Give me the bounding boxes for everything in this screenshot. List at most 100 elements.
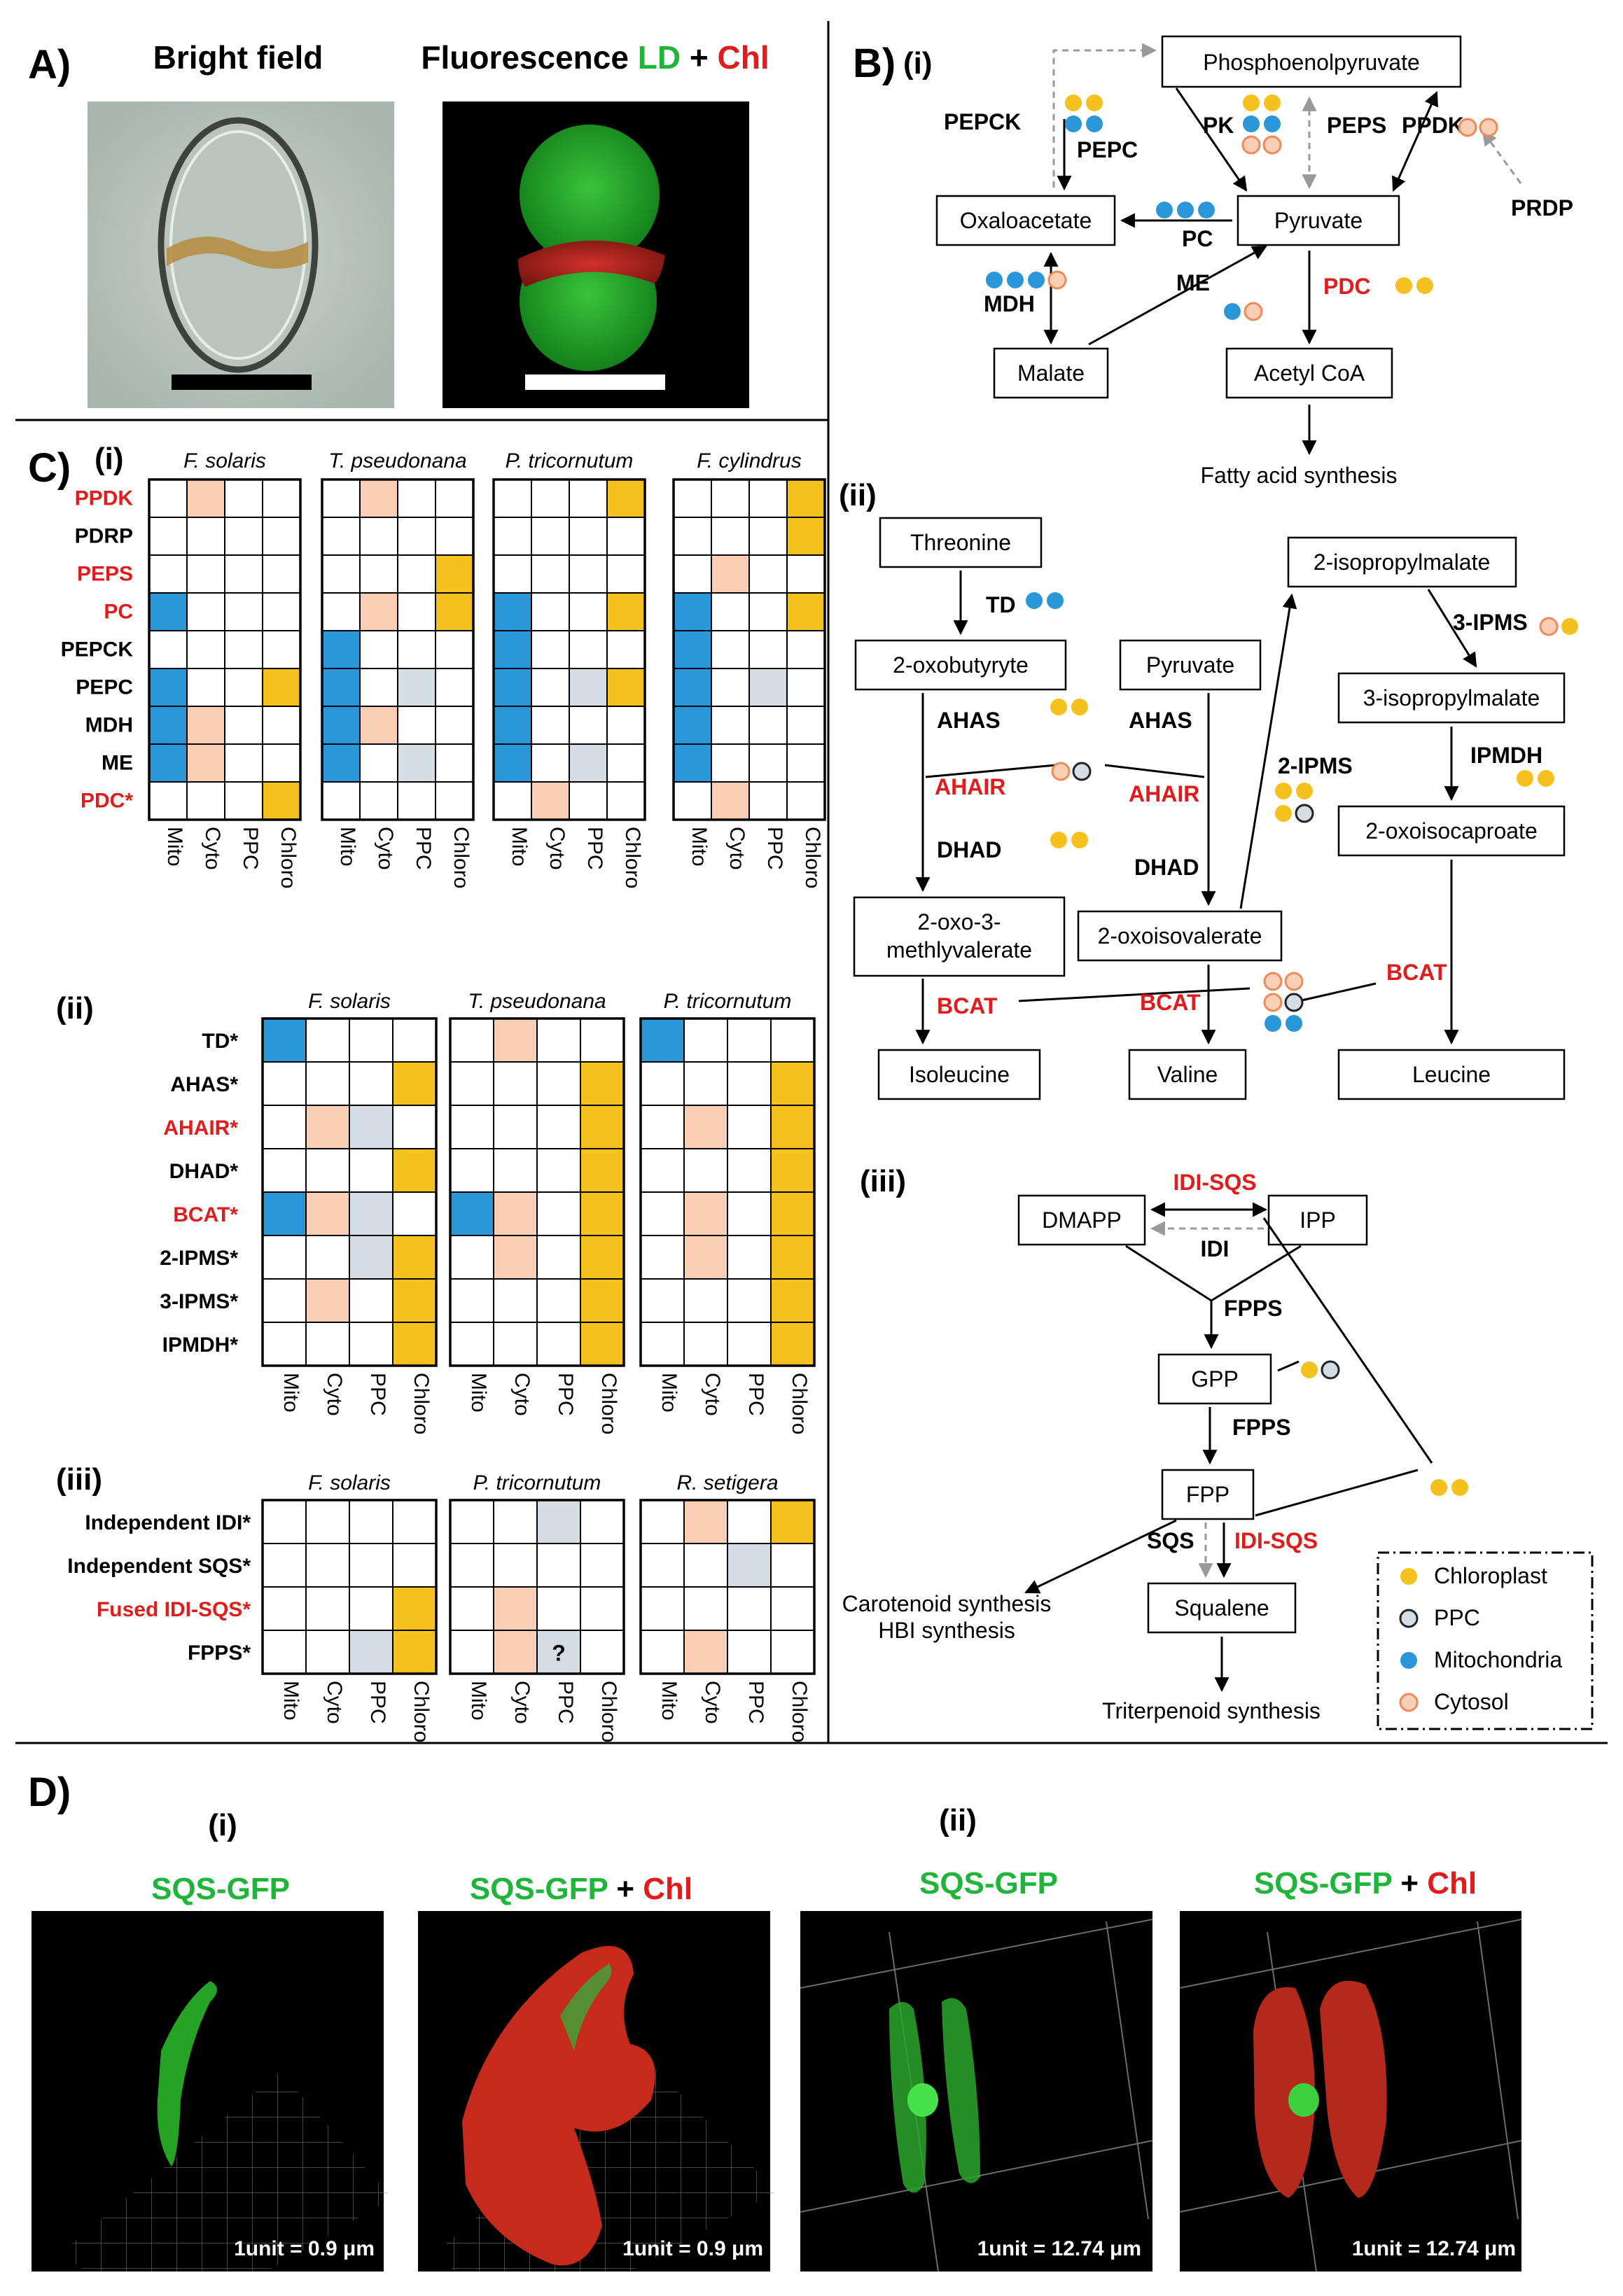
heat-cell-ppc — [748, 479, 788, 518]
heat-cell-cyto — [493, 1543, 538, 1588]
heat-cell-cyto — [493, 1499, 538, 1544]
column-label: Cyto — [701, 1681, 724, 1724]
heatmap-frame — [492, 478, 646, 821]
label-idi-sqs-top: IDI-SQS — [1173, 1170, 1256, 1195]
heat-cell-mito — [450, 1586, 494, 1631]
row-label: PEPCK — [61, 638, 134, 662]
heat-cell-chloro — [392, 1191, 437, 1236]
label-fpps-2: FPPS — [1232, 1415, 1291, 1440]
column-label: Mito — [467, 1681, 490, 1721]
species-title: P. tricornutum — [473, 1471, 601, 1494]
heat-cell-ppc — [397, 479, 436, 518]
sub-i: (i) — [903, 46, 933, 80]
column-label: Mito — [467, 1373, 490, 1413]
heat-cell-mito — [321, 630, 361, 669]
heatmap-frame — [672, 478, 826, 821]
heat-cell-mito — [321, 743, 361, 783]
heat-cell-chloro — [435, 668, 474, 707]
mito-dot — [1047, 592, 1064, 609]
mito-dot — [1065, 115, 1082, 132]
heat-cell-cyto — [186, 517, 225, 556]
image-d4: 1unit = 12.74 μm — [1179, 1911, 1522, 2272]
heat-cell-mito — [640, 1543, 685, 1588]
heat-cell-ppc — [569, 781, 608, 820]
heat-cell-chloro — [435, 781, 474, 820]
sub-iii: (iii) — [860, 1164, 906, 1198]
heat-cell-cyto — [711, 554, 750, 594]
column-label: Cyto — [545, 827, 569, 870]
image-d1: 1unit = 0.9 μm — [32, 1911, 392, 2272]
cyto-dot — [1262, 135, 1282, 155]
heat-cell-chloro — [435, 479, 474, 518]
label-ahair-left: AHAIR — [935, 774, 1005, 799]
heat-cell-chloro — [606, 592, 646, 631]
heat-cell-ppc — [536, 1499, 581, 1544]
heat-cell-cyto — [531, 554, 570, 594]
heat-cell-cyto — [359, 479, 398, 518]
heat-cell-ppc — [569, 668, 608, 707]
heat-cell-cyto — [683, 1630, 728, 1674]
heat-cell-ppc — [224, 743, 263, 783]
heat-cell-mito — [493, 706, 532, 745]
heat-cell-cyto — [359, 668, 398, 707]
heat-cell-ppc — [349, 1499, 393, 1544]
heat-cell-ppc — [397, 668, 436, 707]
heat-cell-mito — [262, 1543, 307, 1588]
legend-label-cyto: Cytosol — [1434, 1689, 1509, 1714]
heat-cell-cyto — [359, 781, 398, 820]
node-pyr — [1237, 195, 1400, 246]
column-label: Cyto — [510, 1681, 534, 1724]
heat-cell-ppc — [536, 1322, 581, 1366]
heat-cell-ppc — [748, 592, 788, 631]
heat-cell-ppc — [224, 592, 263, 631]
heat-cell-mito — [262, 1191, 307, 1236]
heat-cell-mito — [673, 743, 712, 783]
chloro-dot — [1071, 699, 1088, 715]
row-label: PDC* — [81, 790, 133, 813]
heat-cell-mito — [640, 1322, 685, 1366]
heat-cell-cyto — [305, 1018, 350, 1063]
chloro-dot — [1071, 832, 1088, 848]
column-label: Chloro — [801, 827, 824, 888]
heat-cell-cyto — [305, 1499, 350, 1544]
heat-cell-cyto — [493, 1235, 538, 1280]
column-label: Cyto — [374, 827, 397, 870]
heat-cell-mito — [262, 1018, 307, 1063]
heat-cell-ppc — [536, 1278, 581, 1323]
heat-cell-mito — [673, 706, 712, 745]
label-pk: PK — [1203, 113, 1234, 138]
row-label: Fused IDI-SQS* — [97, 1598, 251, 1621]
heat-cell-cyto — [305, 1630, 350, 1674]
heat-cell-mito — [148, 743, 188, 783]
heat-cell-mito — [640, 1148, 685, 1193]
heat-cell-ppc — [224, 517, 263, 556]
cyto-dot — [1244, 302, 1263, 321]
heat-cell-cyto — [683, 1148, 728, 1193]
heat-cell-cyto — [711, 592, 750, 631]
heat-cell-cyto — [186, 781, 225, 820]
column-label: Chloro — [788, 1373, 811, 1434]
heat-cell-chloro — [580, 1191, 625, 1236]
heat-cell-cyto — [711, 668, 750, 707]
label-pepc: PEPC — [1077, 137, 1138, 162]
column-label: Cyto — [510, 1373, 534, 1416]
heat-cell-cyto — [493, 1061, 538, 1106]
fluorescence-title: Fluorescence LD + Chl — [421, 39, 769, 76]
heat-cell-chloro — [392, 1148, 437, 1193]
row-label: PEPC — [76, 676, 133, 699]
heat-cell-cyto — [711, 706, 750, 745]
cyto-dot — [1539, 617, 1559, 636]
column-label: Cyto — [725, 827, 748, 870]
heat-cell-ppc — [224, 706, 263, 745]
heat-cell-chloro — [606, 479, 646, 518]
heat-cell-mito — [321, 592, 361, 631]
chloro-dot — [1296, 783, 1313, 799]
row-label: TD* — [202, 1030, 238, 1053]
node-gpp-label: GPP — [1191, 1366, 1239, 1392]
heat-cell-cyto — [531, 781, 570, 820]
ppc-dot — [1321, 1360, 1340, 1380]
heat-cell-chloro — [435, 630, 474, 669]
cyto-dot — [1479, 118, 1498, 137]
heat-cell-cyto — [711, 781, 750, 820]
heat-cell-chloro — [770, 1543, 815, 1588]
